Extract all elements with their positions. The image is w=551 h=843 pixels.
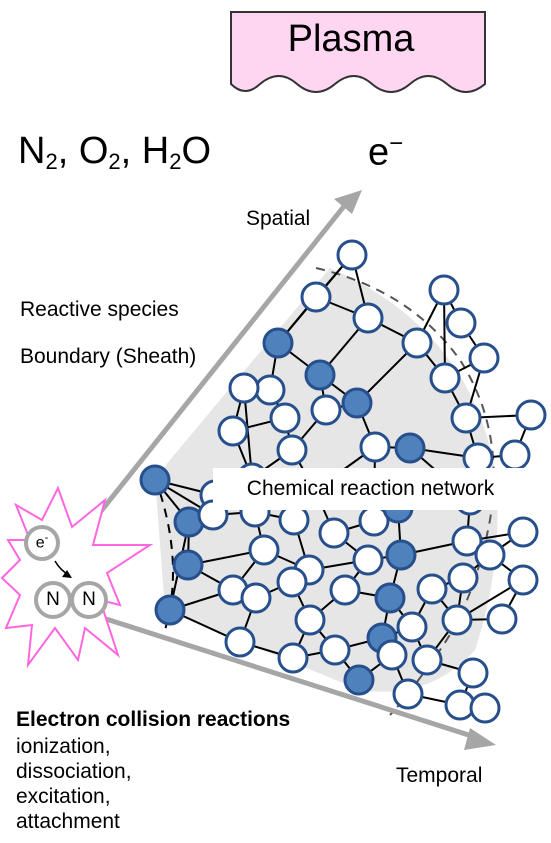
- collision-arrowhead: [62, 570, 72, 578]
- species-node: [416, 573, 448, 605]
- species-node: [392, 678, 424, 710]
- electron-symbol: e−: [368, 130, 404, 174]
- species-node: [457, 657, 489, 689]
- species-node: [329, 574, 361, 606]
- species-node: [451, 525, 483, 557]
- species-node: [228, 372, 260, 404]
- species-node: [318, 517, 350, 549]
- species-node: [411, 644, 443, 676]
- species-node: [507, 516, 539, 548]
- species-node: [474, 539, 506, 571]
- species-node: [278, 504, 310, 536]
- species-node: [447, 562, 479, 594]
- species-node-filled: [343, 664, 375, 696]
- species-node: [376, 639, 408, 671]
- temporal-axis-label: Temporal: [396, 764, 483, 787]
- species-node: [429, 362, 461, 394]
- species-node: [359, 431, 391, 463]
- species-node: [277, 642, 309, 674]
- species-node-filled: [154, 594, 186, 626]
- species-node: [401, 327, 433, 359]
- temporal-axis: [77, 607, 479, 741]
- species-node: [428, 274, 460, 306]
- electron-collision-title: Electron collision reactions: [16, 708, 291, 731]
- sheath-boundary: [154, 477, 174, 631]
- species-node-filled: [262, 327, 294, 359]
- boundary-label: Boundary (Sheath): [20, 345, 197, 368]
- spatial-axis: [76, 203, 347, 542]
- species-node: [224, 626, 256, 658]
- species-node: [396, 611, 428, 643]
- nitrogen-atom-2-label: N: [82, 589, 96, 610]
- reactive-species-label: Reactive species: [20, 298, 179, 321]
- species-node: [276, 566, 308, 598]
- nitrogen-atom-1-label: N: [46, 589, 60, 610]
- species-node: [507, 564, 539, 596]
- species-node: [515, 399, 547, 431]
- nitrogen-atom-2: [70, 581, 108, 619]
- electron-particle-label: e-: [35, 532, 49, 552]
- species-node: [352, 302, 384, 334]
- species-node: [319, 634, 351, 666]
- species-node: [254, 374, 286, 406]
- species-node: [450, 402, 482, 434]
- collision-type-dissociation: dissociation,: [16, 760, 132, 783]
- electron-collision-list: ionization, dissociation, excitation, at…: [16, 734, 132, 834]
- species-node-filled: [172, 549, 204, 581]
- collision-type-excitation: excitation,: [16, 785, 111, 808]
- spatial-arrowhead: [334, 190, 362, 214]
- species-node-filled: [385, 539, 417, 571]
- collision-burst: [0, 485, 154, 669]
- species-node: [468, 342, 500, 374]
- feed-gas-species: N2, O2, H2O: [18, 130, 212, 174]
- network-label: Chemical reaction network: [213, 468, 528, 510]
- species-node: [486, 603, 518, 635]
- electron-particle: [24, 525, 60, 561]
- spatial-axis-label: Spatial: [246, 207, 311, 230]
- plasma-label: Plasma: [287, 18, 415, 60]
- species-node-filled: [341, 387, 373, 419]
- species-node: [217, 415, 249, 447]
- species-node: [441, 604, 473, 636]
- species-node: [445, 307, 477, 339]
- species-node: [300, 281, 332, 313]
- species-node: [276, 434, 308, 466]
- species-node: [352, 544, 384, 576]
- species-node-filled: [304, 359, 336, 391]
- species-node-filled: [394, 432, 426, 464]
- collision-type-attachment: attachment: [16, 810, 120, 833]
- species-node: [310, 394, 342, 426]
- temporal-arrowhead: [464, 728, 496, 750]
- species-node: [499, 439, 531, 471]
- plasma-box: [230, 11, 486, 93]
- species-node: [336, 239, 368, 271]
- species-node: [269, 402, 301, 434]
- collision-type-ionization: ionization,: [16, 735, 111, 758]
- species-node-filled: [374, 582, 406, 614]
- species-node: [240, 582, 272, 614]
- species-node: [294, 604, 326, 636]
- species-node: [248, 534, 280, 566]
- species-node: [469, 692, 501, 724]
- species-node-filled: [139, 464, 171, 496]
